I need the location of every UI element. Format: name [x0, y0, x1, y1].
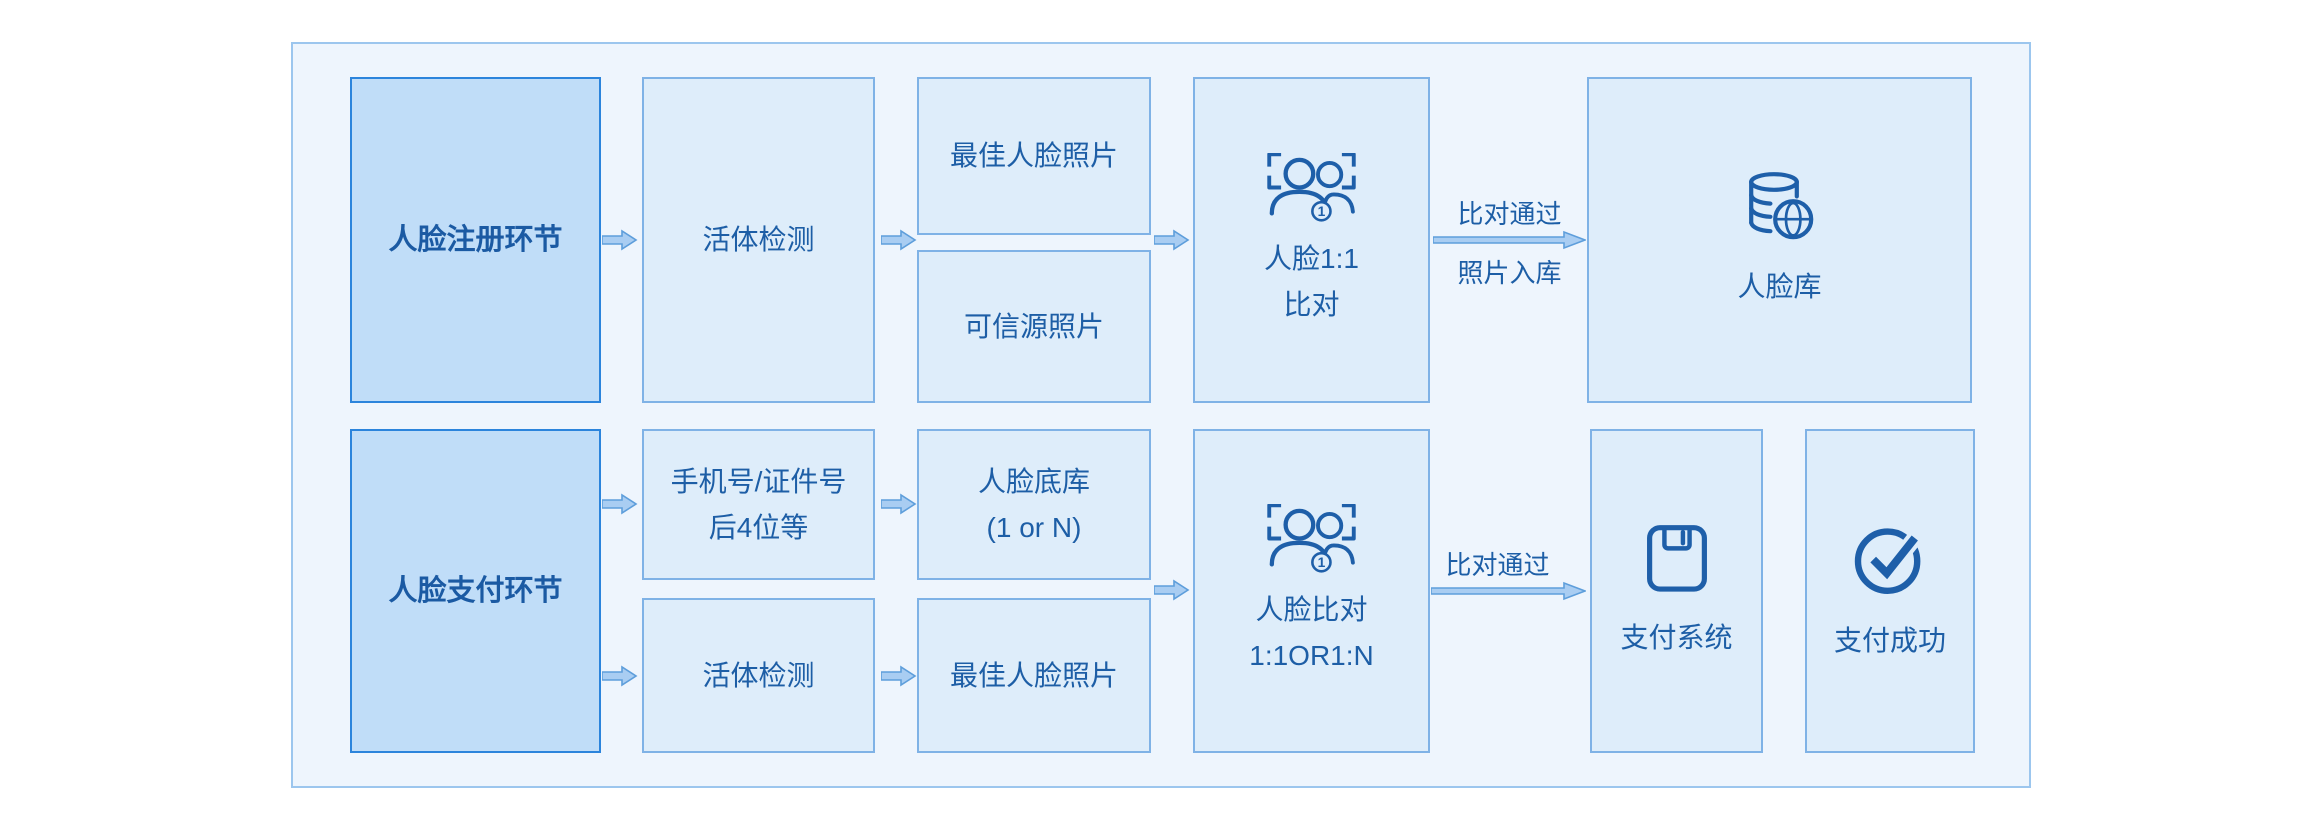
payment-terminal-icon — [1646, 525, 1707, 592]
box-face-1v1-compare: 1 人脸1:1 比对 — [1193, 77, 1430, 403]
box-label: 最佳人脸照片 — [949, 659, 1118, 691]
arrow-right-icon — [602, 493, 638, 515]
box-pay-system: 支付系统 — [1590, 429, 1763, 753]
box-label-line1: 手机号/证件号 — [670, 465, 847, 497]
people-scan-icon: 1 — [1267, 152, 1356, 222]
arrow-right-icon — [1154, 579, 1190, 601]
box-face-register-phase: 人脸注册环节 — [350, 77, 601, 403]
box-label: 活体检测 — [702, 224, 815, 255]
box-label-line2: (1 or N) — [986, 511, 1082, 543]
box-best-face-photo-pay: 最佳人脸照片 — [917, 598, 1151, 753]
box-label-line2: 1:1OR1:N — [1249, 639, 1374, 671]
box-label: 人脸库 — [1737, 271, 1822, 302]
arrow-right-icon — [602, 229, 638, 251]
arrow-compare-pass-register — [1433, 229, 1586, 251]
arrow-right-icon — [881, 665, 917, 687]
box-liveness-detect-pay: 活体检测 — [642, 598, 875, 753]
box-face-database: 人脸库 — [1587, 77, 1972, 403]
box-pay-success: 支付成功 — [1805, 429, 1975, 753]
box-liveness-detect-register: 活体检测 — [642, 77, 875, 403]
box-face-compare-1v1-or-1vn: 1 人脸比对 1:1OR1:N — [1193, 429, 1430, 753]
arrow-label-compare-pass: 比对通过 — [1445, 550, 1550, 580]
box-label: 可信源照片 — [963, 310, 1104, 342]
box-trusted-source-photo: 可信源照片 — [917, 250, 1151, 403]
arrow-right-icon — [602, 665, 638, 687]
box-label-line2: 比对 — [1283, 288, 1340, 320]
box-label-line1: 人脸比对 — [1255, 593, 1368, 625]
box-best-face-photo-register: 最佳人脸照片 — [917, 77, 1151, 235]
face-database-icon — [1748, 172, 1813, 240]
box-label: 人脸支付环节 — [388, 575, 563, 607]
box-label: 支付系统 — [1620, 622, 1733, 653]
box-label: 人脸注册环节 — [388, 224, 563, 256]
box-phone-or-id-last4: 手机号/证件号 后4位等 — [642, 429, 875, 580]
box-label: 最佳人脸照片 — [949, 140, 1118, 171]
arrow-right-icon — [1154, 229, 1190, 251]
arrow-compare-pass-pay — [1431, 580, 1586, 602]
arrow-label-photo-into-db: 照片入库 — [1457, 258, 1562, 288]
badge-one: 1 — [1318, 554, 1326, 569]
box-label-line1: 人脸底库 — [977, 465, 1090, 497]
box-label: 支付成功 — [1833, 625, 1946, 656]
people-scan-icon: 1 — [1267, 503, 1356, 573]
box-face-pay-phase: 人脸支付环节 — [350, 429, 601, 753]
badge-one: 1 — [1318, 203, 1326, 218]
box-label-line1: 人脸1:1 — [1264, 242, 1359, 274]
box-label-line2: 后4位等 — [708, 511, 809, 543]
box-label: 活体检测 — [702, 659, 815, 691]
box-face-base-library: 人脸底库 (1 or N) — [917, 429, 1151, 580]
arrow-label-compare-pass: 比对通过 — [1457, 199, 1562, 229]
arrow-right-icon — [881, 493, 917, 515]
arrow-right-icon — [881, 229, 917, 251]
check-circle-icon — [1854, 528, 1922, 594]
